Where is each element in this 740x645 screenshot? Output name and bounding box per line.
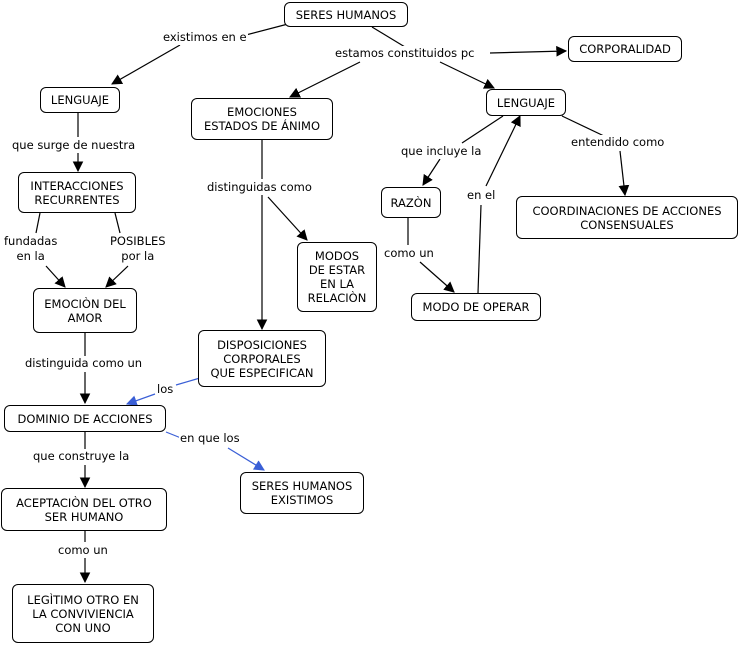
- node-disposiciones[interactable]: DISPOSICIONES CORPORALES QUE ESPECIFICAN: [198, 330, 326, 387]
- label-distinguida-como: distinguida como un: [24, 356, 144, 371]
- label-existimos: existimos en e: [162, 30, 248, 45]
- edge-fundadas-amor: [45, 265, 66, 288]
- edge-estamos-lenguaje: [439, 61, 495, 89]
- edge-comoun-modo: [419, 261, 455, 293]
- label-que-incluye: que incluye la: [400, 144, 483, 159]
- edge-disposiciones-los: [175, 377, 201, 386]
- edge-interacciones-fundadas: [35, 212, 41, 234]
- node-aceptacion[interactable]: ACEPTACIÒN DEL OTRO SER HUMANO: [1, 488, 167, 531]
- edge-posibles-amor: [105, 265, 129, 288]
- edge-distinguidas-modos: [267, 196, 308, 241]
- node-dominio-de-acciones[interactable]: DOMINIO DE ACCIONES: [4, 405, 166, 432]
- node-modos-de-estar[interactable]: MODOS DE ESTAR EN LA RELACIÒN: [297, 242, 377, 312]
- edge-entendido-coordinaciones: [618, 150, 630, 197]
- edge-lenguaje-incluye: [461, 115, 504, 144]
- edge-existimos-lenguaje: [111, 44, 181, 85]
- label-que-construye: que construye la: [32, 449, 131, 464]
- edge-los-dominio: [125, 393, 156, 406]
- label-que-surge: que surge de nuestra: [11, 138, 137, 153]
- node-razon[interactable]: RAZÒN: [381, 187, 441, 218]
- node-corporalidad[interactable]: CORPORALIDAD: [568, 36, 682, 62]
- node-modo-de-operar[interactable]: MODO DE OPERAR: [411, 293, 541, 321]
- label-distinguidas-como: distinguidas como: [206, 180, 313, 195]
- node-seres-humanos[interactable]: SERES HUMANOS: [284, 2, 408, 27]
- label-los: los: [156, 382, 175, 397]
- label-como-un-razon: como un: [383, 246, 435, 261]
- edge-incluye-razon: [422, 158, 441, 186]
- edge-estamos-emociones: [289, 61, 361, 98]
- edge-modo-enel: [477, 204, 482, 294]
- edge-interacciones-posibles: [114, 212, 121, 234]
- label-posibles: POSIBLES por la: [109, 234, 167, 264]
- edge-dominio-enquelos: [165, 431, 182, 439]
- node-emocion-amor[interactable]: EMOCIÒN DEL AMOR: [33, 288, 137, 333]
- node-lenguaje-left[interactable]: LENGUAJE: [40, 87, 120, 113]
- label-como-un-aceptacion: como un: [57, 543, 109, 558]
- edge-enquelos-seres: [227, 447, 265, 471]
- node-interacciones[interactable]: INTERACCIONES RECURRENTES: [18, 172, 136, 213]
- label-en-el: en el: [466, 188, 497, 203]
- edge-lenguaje-entendido: [561, 115, 605, 137]
- edge-estamos-corporalidad: [489, 45, 568, 57]
- label-en-que-los: en que los: [179, 431, 241, 446]
- label-entendido-como: entendido como: [570, 135, 666, 150]
- node-coordinaciones[interactable]: COORDINACIONES DE ACCIONES CONSENSUALES: [516, 196, 738, 239]
- node-seres-existimos[interactable]: SERES HUMANOS EXISTIMOS: [240, 472, 364, 514]
- label-estamos-constituidos: estamos constituidos pc: [334, 46, 476, 61]
- label-fundadas: fundadas en la: [3, 234, 59, 264]
- edge-enel-lenguaje: [485, 115, 521, 187]
- node-lenguaje-right[interactable]: LENGUAJE: [486, 89, 566, 116]
- node-legitimo-otro[interactable]: LEGÌTIMO OTRO EN LA CONVIVIENCIA CON UNO: [12, 584, 154, 643]
- node-emociones[interactable]: EMOCIONES ESTADOS DE ÁNIMO: [191, 98, 333, 140]
- edge-seres-estamos: [371, 26, 406, 48]
